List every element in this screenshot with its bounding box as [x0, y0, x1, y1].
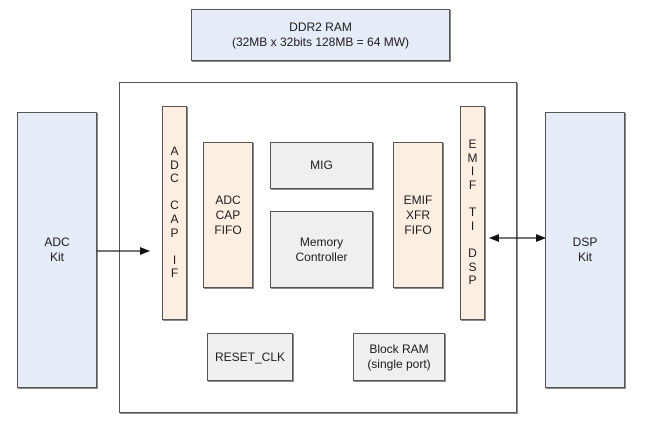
memory-controller-block: Memory Controller — [270, 211, 373, 288]
adc-cap-fifo-label: ADC CAP FIFO — [214, 192, 242, 237]
adc-kit-label: ADC Kit — [44, 235, 70, 264]
ddr2-ram-label: DDR2 RAM (32MB x 32bits 128MB = 64 MW) — [231, 20, 410, 49]
reset-clk-label: RESET_CLK — [214, 349, 286, 364]
adc-kit-block: ADC Kit — [17, 112, 97, 388]
adc-cap-fifo-block: ADC CAP FIFO — [203, 142, 253, 288]
ddr2-ram-block: DDR2 RAM (32MB x 32bits 128MB = 64 MW) — [191, 9, 450, 61]
emif-xfr-fifo-block: EMIF XFR FIFO — [393, 142, 443, 288]
block-ram-block: Block RAM (single port) — [353, 333, 445, 381]
memory-controller-label: Memory Controller — [295, 234, 348, 264]
fpga-boundary — [119, 82, 517, 413]
adc-cap-if-label: A D C C A P I F — [170, 144, 179, 281]
emif-xfr-fifo-label: EMIF XFR FIFO — [403, 192, 433, 237]
emif-ti-dsp-block: E M I F T I D S P — [460, 106, 485, 320]
block-ram-label: Block RAM (single port) — [367, 342, 431, 371]
emif-ti-dsp-label: E M I F T I D S P — [467, 137, 478, 288]
dsp-kit-block: DSP Kit — [545, 112, 625, 388]
dsp-kit-label: DSP Kit — [572, 235, 598, 264]
mig-label: MIG — [310, 158, 333, 172]
mig-block: MIG — [270, 142, 373, 189]
adc-cap-if-block: A D C C A P I F — [162, 106, 187, 320]
reset-clk-block: RESET_CLK — [207, 333, 293, 381]
